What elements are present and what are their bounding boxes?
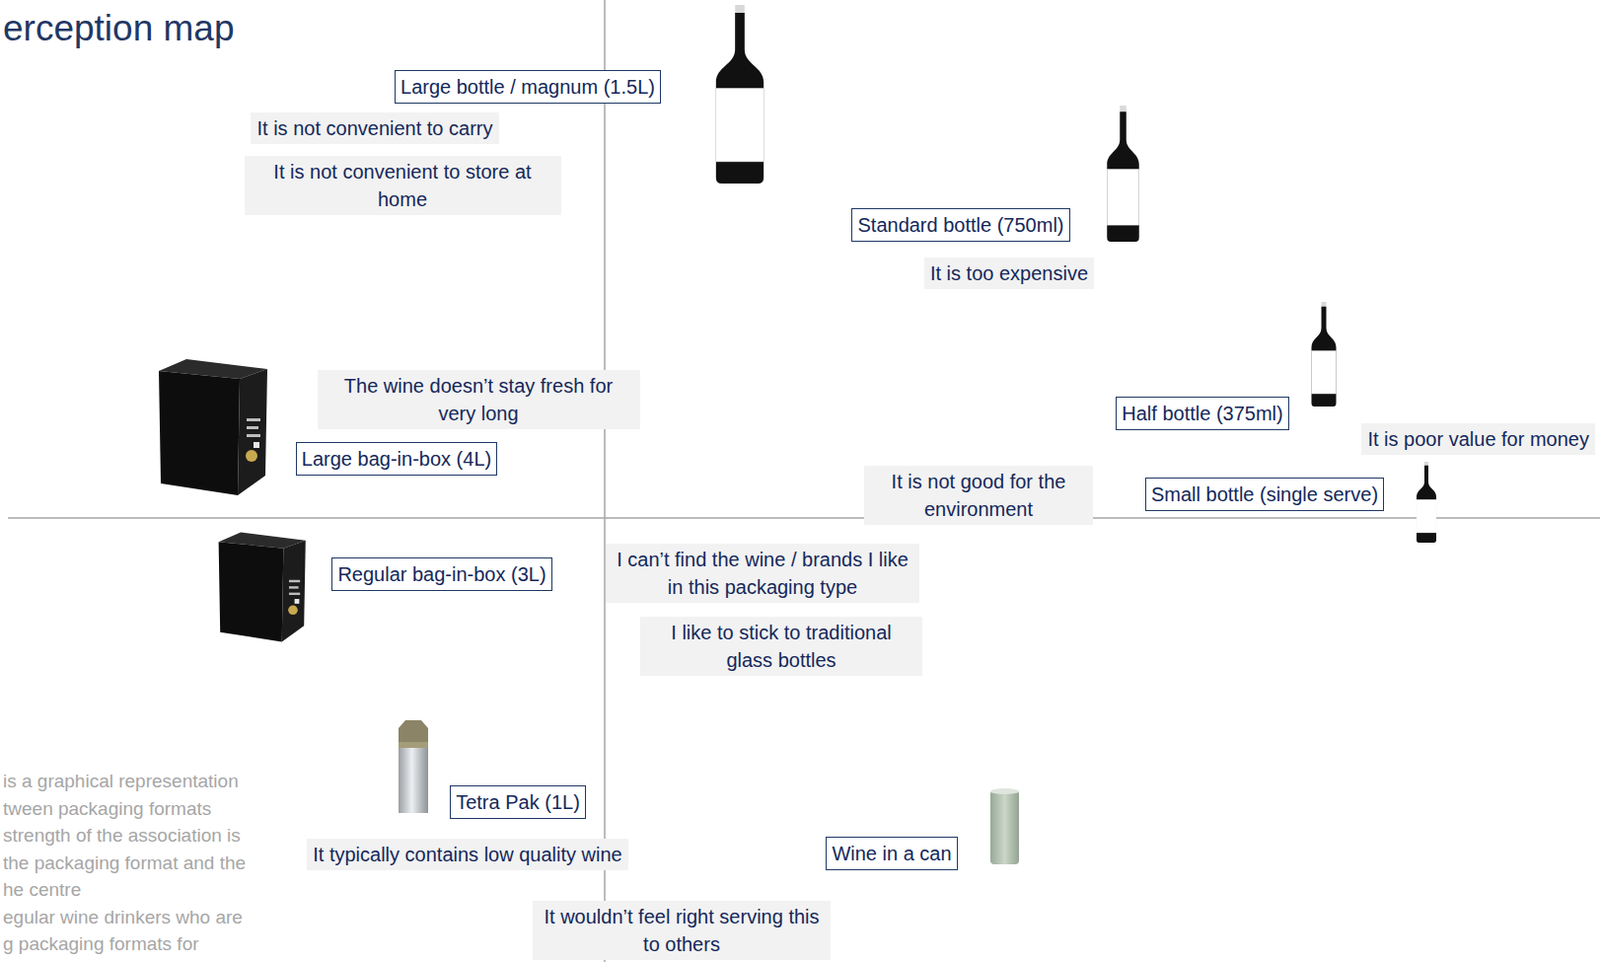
attribute-label: It typically contains low quality wine <box>306 838 629 871</box>
format-name: Half bottle (375ml) <box>1121 399 1283 428</box>
format-name: Regular bag-in-box (3L) <box>337 560 546 588</box>
attribute-text: It wouldn’t feel right serving this to o… <box>538 902 825 958</box>
map-title: erception map <box>2 7 234 51</box>
format-label: Wine in a can <box>825 836 957 871</box>
format-name: Standard bottle (750ml) <box>857 211 1064 239</box>
wine-can <box>990 788 1019 865</box>
attribute-label: It is poor value for money <box>1361 423 1596 455</box>
note-text: g packaging formats for <box>2 933 200 956</box>
tetra-pak-carton <box>398 720 429 813</box>
attribute-text: I like to stick to traditional glass bot… <box>646 618 917 674</box>
attribute-label: I like to stick to traditional glass bot… <box>640 616 923 676</box>
attribute-text: It is not convenient to carry <box>256 114 493 143</box>
format-label: Large bag-in-box (4L) <box>295 441 498 476</box>
attribute-label: The wine doesn’t stay fresh for very lon… <box>317 369 641 430</box>
attribute-text: It is not convenient to store at home <box>250 157 556 214</box>
note-text: the packaging format and the <box>2 852 246 875</box>
attribute-label: It is not convenient to carry <box>250 112 499 145</box>
format-label: Half bottle (375ml) <box>1115 396 1289 431</box>
note-text: egular wine drinkers who are <box>2 906 243 930</box>
attribute-text: The wine doesn’t stay fresh for very lon… <box>323 371 635 428</box>
format-name: Wine in a can <box>831 839 951 868</box>
attribute-label: I can’t find the wine / brands I like in… <box>605 543 920 603</box>
small-bottle <box>1416 461 1437 543</box>
attribute-label: It wouldn’t feel right serving this to o… <box>532 900 831 960</box>
attribute-label: It is not good for the environment <box>864 465 1093 525</box>
format-label: Standard bottle (750ml) <box>851 208 1070 242</box>
regular-bag-in-box <box>218 532 306 643</box>
format-name: Tetra Pak (1L) <box>455 788 581 816</box>
format-label: Small bottle (single serve) <box>1145 477 1384 511</box>
attribute-text: It is poor value for money <box>1367 425 1590 453</box>
horizontal-axis <box>7 516 1600 519</box>
half-bottle <box>1311 301 1337 407</box>
attribute-label: It is too expensive <box>924 257 1094 290</box>
attribute-text: It is too expensive <box>930 259 1089 288</box>
magnum-bottle <box>716 4 764 184</box>
note-text: is a graphical representation <box>2 770 239 794</box>
attribute-text: I can’t find the wine / brands I like in… <box>611 545 914 601</box>
attribute-text: It typically contains low quality wine <box>312 840 623 869</box>
format-label: Large bottle / magnum (1.5L) <box>394 70 661 104</box>
format-name: Large bag-in-box (4L) <box>301 444 492 473</box>
note-text: tween packaging formats <box>2 798 212 821</box>
format-name: Small bottle (single serve) <box>1151 480 1379 509</box>
note-text: strength of the association is <box>2 824 241 848</box>
vertical-axis <box>603 0 606 962</box>
format-label: Regular bag-in-box (3L) <box>331 557 552 591</box>
large-bag-in-box <box>158 359 268 496</box>
standard-bottle <box>1106 105 1140 242</box>
format-label: Tetra Pak (1L) <box>449 785 586 819</box>
attribute-label: It is not convenient to store at home <box>244 155 562 216</box>
attribute-text: It is not good for the environment <box>870 467 1088 523</box>
format-name: Large bottle / magnum (1.5L) <box>400 72 655 101</box>
note-text: he centre <box>2 878 81 902</box>
